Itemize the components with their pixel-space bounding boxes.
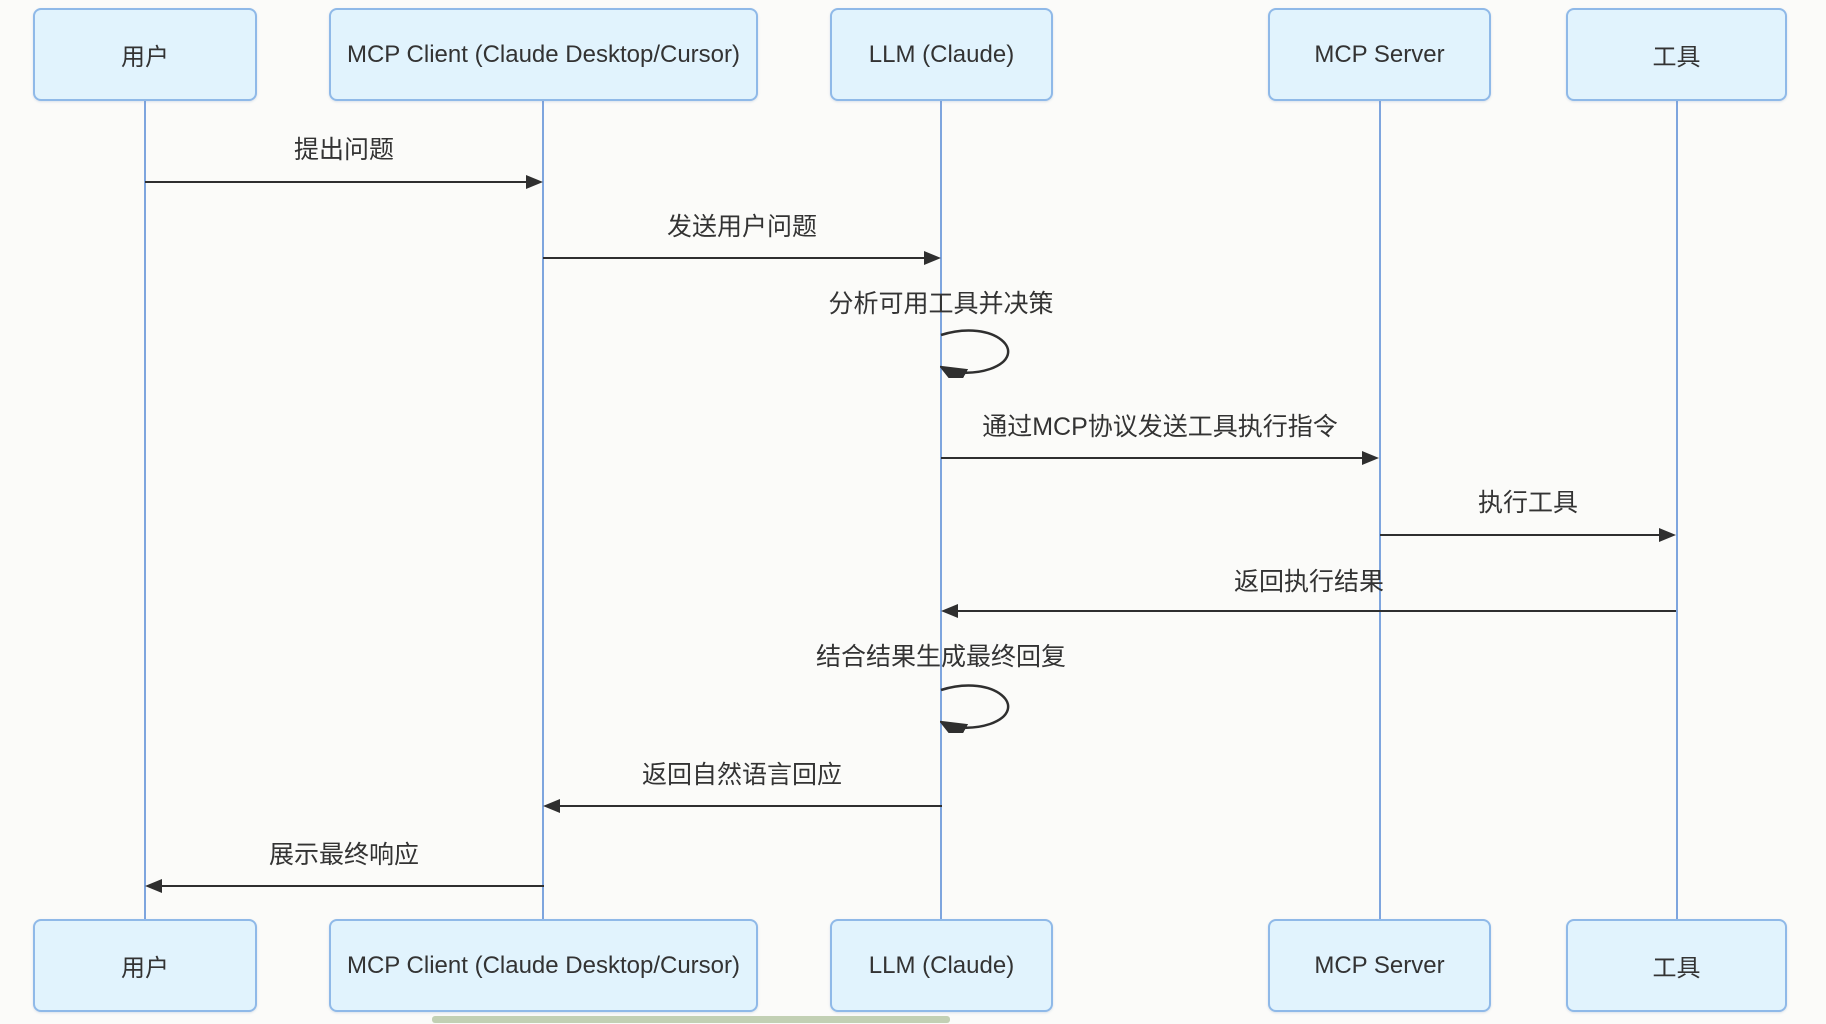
message-arrow-line (162, 885, 544, 887)
lifeline-user (144, 101, 146, 919)
message-arrow-line (560, 805, 942, 807)
arrowhead-left-icon (543, 799, 560, 813)
message-label: 发送用户问题 (666, 213, 818, 241)
message-label: 分析可用工具并决策 (828, 290, 1054, 318)
participant-label: MCP Client (Claude Desktop/Cursor) (346, 40, 741, 68)
arrowhead-right-icon (1362, 451, 1379, 465)
self-loop-arrow-icon (940, 684, 1010, 733)
message-label: 结合结果生成最终回复 (815, 643, 1067, 671)
participant-box-llm-top: LLM (Claude) (830, 8, 1053, 101)
lifeline-llm (940, 101, 942, 919)
participant-box-mcp-server-bottom: MCP Server (1268, 919, 1491, 1012)
participant-box-user-top: 用户 (33, 8, 257, 101)
participant-box-mcp-server-top: MCP Server (1268, 8, 1491, 101)
message-label: 返回执行结果 (1233, 568, 1385, 596)
participant-label: MCP Client (Claude Desktop/Cursor) (346, 951, 741, 979)
participant-box-mcp-client-top: MCP Client (Claude Desktop/Cursor) (329, 8, 758, 101)
participant-label: 工具 (1652, 955, 1701, 982)
message-label: 展示最终响应 (268, 841, 420, 869)
participant-label: 用户 (121, 955, 169, 982)
participant-box-mcp-client-bottom: MCP Client (Claude Desktop/Cursor) (329, 919, 758, 1012)
lifeline-mcp-server (1379, 101, 1381, 919)
lifeline-tool (1676, 101, 1678, 919)
self-loop-arrow-icon (940, 329, 1010, 378)
arrowhead-right-icon (526, 175, 543, 189)
arrowhead-left-icon (145, 879, 162, 893)
message-label: 返回自然语言回应 (641, 761, 843, 789)
arrowhead-left-icon (941, 604, 958, 618)
participant-label: 用户 (121, 44, 169, 71)
participant-box-llm-bottom: LLM (Claude) (830, 919, 1053, 1012)
message-label: 执行工具 (1477, 489, 1579, 517)
participant-box-user-bottom: 用户 (33, 919, 257, 1012)
participant-label: LLM (Claude) (868, 951, 1015, 979)
participant-label: MCP Server (1314, 951, 1445, 979)
message-arrow-line (543, 257, 925, 259)
message-arrow-line (145, 181, 527, 183)
message-arrow-line (958, 610, 1676, 612)
participant-box-tool-top: 工具 (1566, 8, 1787, 101)
lifeline-mcp-client (542, 101, 544, 919)
arrowhead-right-icon (924, 251, 941, 265)
participant-label: MCP Server (1314, 40, 1445, 68)
arrowhead-right-icon (1659, 528, 1676, 542)
message-arrow-line (941, 457, 1363, 459)
participant-label: 工具 (1652, 44, 1701, 71)
message-label: 通过MCP协议发送工具执行指令 (982, 413, 1338, 441)
participant-box-tool-bottom: 工具 (1566, 919, 1787, 1012)
message-arrow-line (1380, 534, 1661, 536)
participant-label: LLM (Claude) (868, 40, 1015, 68)
progress-strip (432, 1016, 950, 1023)
message-label: 提出问题 (293, 136, 395, 164)
